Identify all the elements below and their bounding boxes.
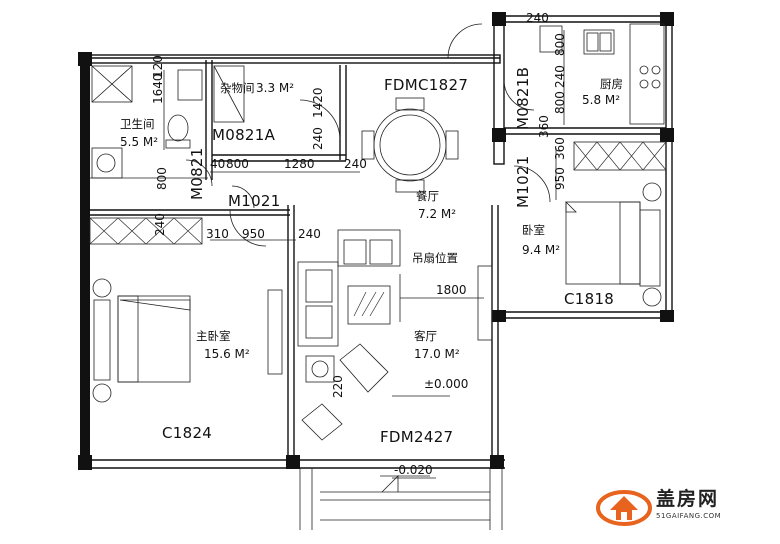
- dim-800-kitchen: 800: [553, 33, 567, 56]
- dim-40: 40: [210, 157, 225, 171]
- dim-240-top-right: 240: [526, 11, 549, 25]
- dim-120: 120: [151, 55, 165, 78]
- master-bed: [92, 278, 283, 403]
- dim-240-top: 240: [344, 157, 367, 171]
- porch: [299, 468, 503, 530]
- dim-220: 220: [331, 375, 345, 398]
- fan-position-label: 吊扇位置: [412, 251, 458, 265]
- logo-url: 51GAIFANG.COM: [656, 512, 722, 520]
- room-area-bedroom: 9.4 M²: [522, 243, 560, 257]
- room-area-kitchen: 5.8 M²: [582, 93, 620, 107]
- dim-800-top: 800: [226, 157, 249, 171]
- dim-1280: 1280: [284, 157, 315, 171]
- room-name-dining: 餐厅: [416, 189, 439, 203]
- dim-950-master: 950: [242, 227, 265, 241]
- room-name-bathroom: 卫生间: [120, 117, 155, 131]
- room-area-bathroom: 5.5 M²: [120, 135, 158, 149]
- room-area-dining: 7.2 M²: [418, 207, 456, 221]
- code-m0821: M0821: [188, 147, 206, 200]
- room-name-living: 客厅: [414, 329, 437, 343]
- room-area-master: 15.6 M²: [204, 347, 250, 361]
- room-area-storage: 3.3 M²: [256, 81, 294, 95]
- outer-walls: [78, 12, 674, 470]
- code-fdm2427: FDM2427: [380, 428, 453, 446]
- code-fdmc1827: FDMC1827: [384, 76, 468, 94]
- dim-1640: 1640: [151, 73, 165, 104]
- bedroom-bed: [565, 182, 662, 307]
- wardrobe-master: [89, 217, 203, 245]
- living-furniture: [297, 229, 493, 441]
- dim-240-storage: 240: [311, 127, 325, 150]
- dim-1800: 1800: [436, 283, 467, 297]
- kitchen-fixtures: [539, 23, 665, 125]
- dim-240-master: 240: [298, 227, 321, 241]
- dining-table: [361, 97, 459, 193]
- dim-800-kitchen-2: 800: [553, 91, 567, 114]
- dim-240-kitchen: 240: [553, 65, 567, 88]
- wardrobe-bedroom: [573, 141, 667, 171]
- level-porch: -0.020: [394, 463, 433, 477]
- code-c1818: C1818: [564, 290, 614, 308]
- bathroom-fixtures: [91, 65, 203, 179]
- room-name-bedroom: 卧室: [522, 223, 545, 237]
- dim-310: 310: [206, 227, 229, 241]
- room-name-kitchen: 厨房: [600, 77, 623, 91]
- dim-1420: 1420: [311, 87, 325, 118]
- code-m0821b: M0821B: [514, 67, 532, 130]
- room-name-storage: 杂物间: [220, 81, 255, 95]
- dim-360-a: 360: [537, 115, 551, 138]
- house-logo-icon: [596, 490, 652, 526]
- level-indoor: ±0.000: [424, 377, 468, 391]
- dim-240-left: 240: [153, 213, 167, 236]
- dim-360-b: 360: [553, 137, 567, 160]
- dim-950-bedroom: 950: [553, 167, 567, 190]
- code-c1824: C1824: [162, 424, 212, 442]
- dim-800-left: 800: [155, 167, 169, 190]
- dimension-lines: [163, 30, 565, 479]
- code-m1021-bedroom: M1021: [514, 155, 532, 208]
- logo: 盖房网 51GAIFANG.COM: [596, 482, 772, 528]
- code-m1021-master: M1021: [228, 192, 281, 210]
- logo-brand: 盖房网: [656, 488, 720, 510]
- code-m0821a: M0821A: [212, 126, 276, 144]
- room-name-master: 主卧室: [196, 329, 231, 343]
- door-swings: [185, 23, 551, 247]
- storage-fixtures: [213, 65, 245, 123]
- room-area-living: 17.0 M²: [414, 347, 460, 361]
